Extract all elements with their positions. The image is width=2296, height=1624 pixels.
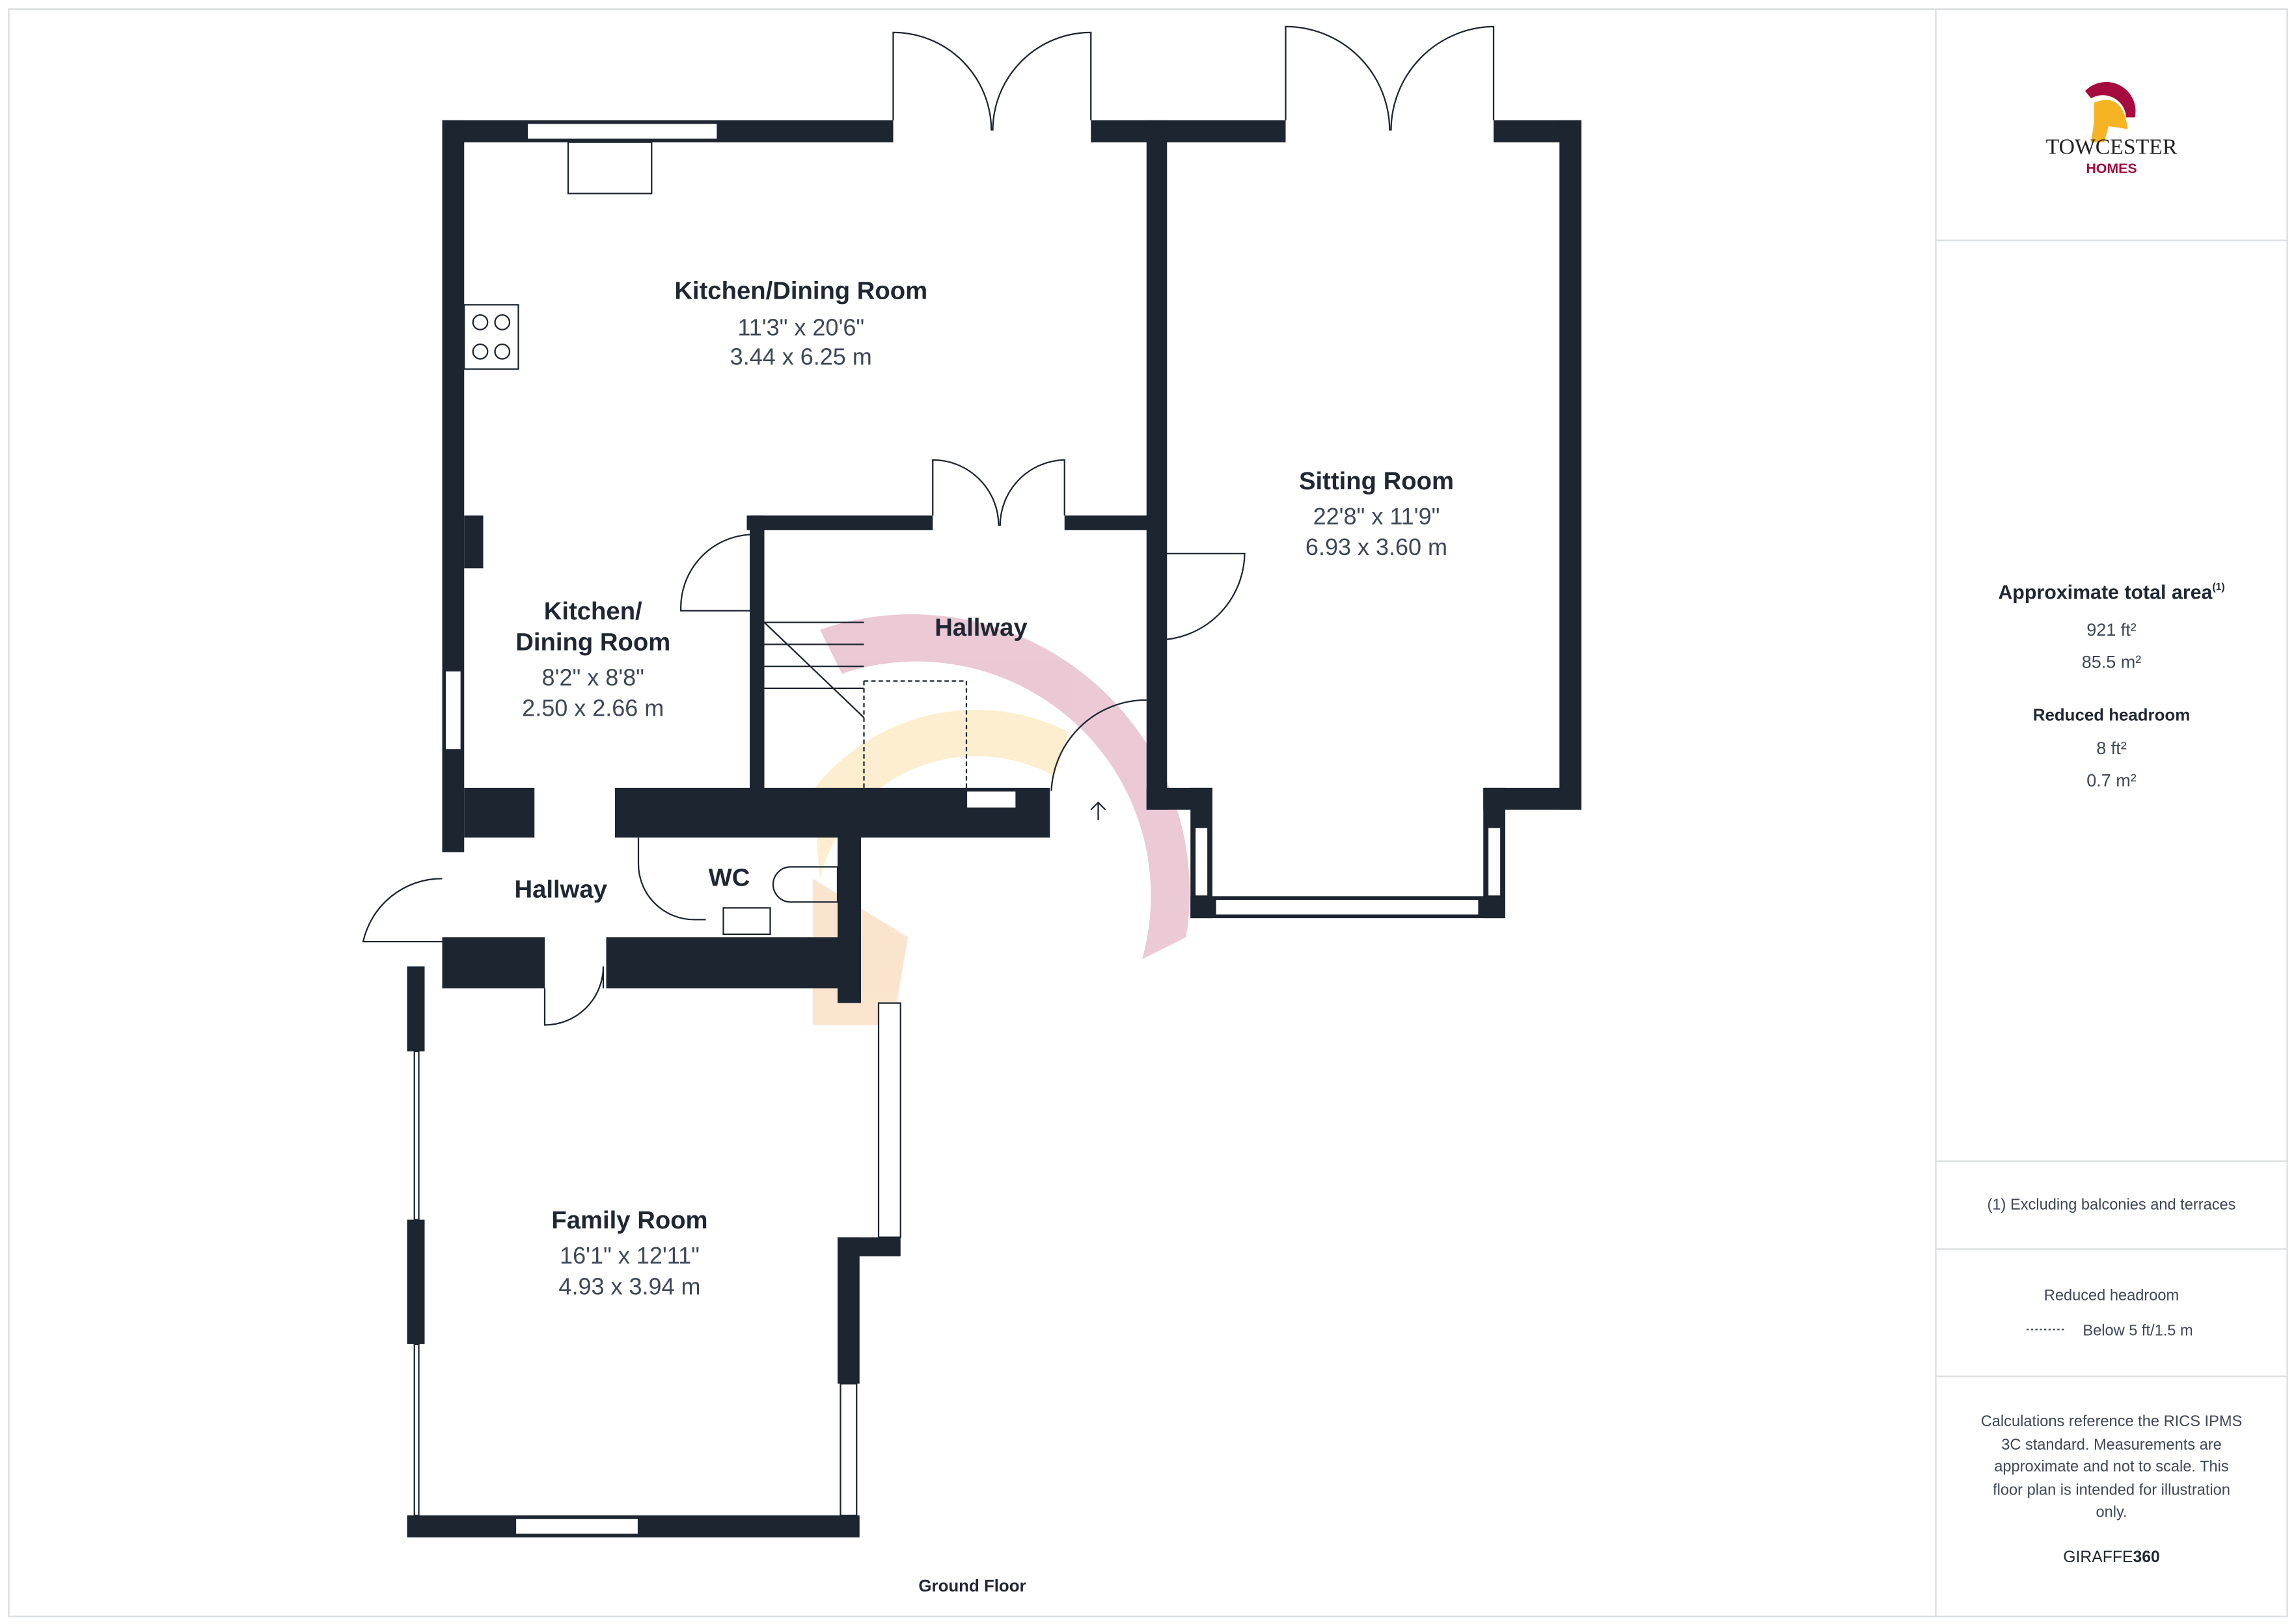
walls: [407, 120, 1581, 1537]
svg-text:Dining Room: Dining Room: [515, 628, 670, 656]
room-hallway-upper: Hallway: [935, 614, 1028, 642]
room-kitchen-dining-2: Kitchen/ Dining Room 8'2" x 8'8" 2.50 x …: [515, 597, 670, 722]
svg-text:TOWCESTER: TOWCESTER: [2046, 135, 2178, 159]
disclaimer: Calculations reference the RICS IPMS 3C …: [1981, 1413, 2243, 1521]
headroom-ft: 8 ft²: [2096, 738, 2127, 758]
room-family: Family Room 16'1" x 12'11" 4.93 x 3.94 m: [551, 1206, 707, 1299]
footnote: (1) Excluding balconies and terraces: [1988, 1197, 2236, 1213]
svg-text:4.93 x 3.94 m: 4.93 x 3.94 m: [558, 1273, 700, 1299]
svg-text:approximate and not to scale.: approximate and not to scale. This: [1994, 1459, 2228, 1476]
doors: [362, 25, 1495, 1026]
svg-text:3.44 x 6.25 m: 3.44 x 6.25 m: [730, 344, 872, 370]
wc-basin: [722, 907, 771, 935]
legend-title: Reduced headroom: [2044, 1287, 2179, 1304]
credit-logo: GIRAFFE360: [2063, 1549, 2160, 1566]
svg-text:Kitchen/Dining Room: Kitchen/Dining Room: [674, 277, 927, 304]
svg-text:11'3" x 20'6": 11'3" x 20'6": [737, 314, 864, 341]
svg-text:Calculations reference the RIC: Calculations reference the RICS IPMS: [1981, 1413, 2243, 1430]
area-title: Approximate total area(1): [1998, 582, 2224, 604]
room-wc: WC: [709, 864, 750, 892]
svg-text:3C standard. Measurements are: 3C standard. Measurements are: [2001, 1437, 2222, 1454]
svg-text:only.: only.: [2096, 1504, 2127, 1521]
brand-logo: TOWCESTER HOMES: [2046, 82, 2178, 176]
area-m: 85.5 m²: [2082, 652, 2142, 671]
legend-item: Below 5 ft/1.5 m: [2083, 1322, 2193, 1339]
info-panel: TOWCESTER HOMES Approximate total area(1…: [1935, 8, 2288, 1617]
headroom-title: Reduced headroom: [2033, 706, 2190, 724]
svg-text:Sitting Room: Sitting Room: [1299, 467, 1454, 495]
floor-label: Ground Floor: [918, 1577, 1026, 1595]
svg-text:8'2" x 8'8": 8'2" x 8'8": [542, 664, 644, 690]
room-kitchen-dining: Kitchen/Dining Room 11'3" x 20'6" 3.44 x…: [674, 277, 927, 370]
fixtures: [463, 141, 839, 935]
hob: [463, 304, 519, 370]
svg-text:floor plan is intended for ill: floor plan is intended for illustration: [1993, 1482, 2230, 1499]
svg-text:Kitchen/: Kitchen/: [544, 597, 642, 625]
headroom-m: 0.7 m²: [2086, 771, 2137, 791]
sink: [567, 141, 653, 195]
svg-text:Family Room: Family Room: [551, 1206, 707, 1234]
svg-text:HOMES: HOMES: [2086, 161, 2137, 176]
room-hallway-lower: Hallway: [515, 876, 608, 904]
area-ft: 921 ft²: [2086, 620, 2137, 640]
svg-text:16'1" x 12'11": 16'1" x 12'11": [560, 1242, 700, 1269]
svg-text:2.50 x 2.66 m: 2.50 x 2.66 m: [522, 695, 664, 722]
toilet: [772, 866, 839, 903]
svg-text:22'8" x 11'9": 22'8" x 11'9": [1313, 503, 1440, 530]
svg-text:6.93 x 3.60 m: 6.93 x 3.60 m: [1305, 534, 1447, 560]
room-sitting: Sitting Room 22'8" x 11'9" 6.93 x 3.60 m: [1299, 467, 1454, 560]
